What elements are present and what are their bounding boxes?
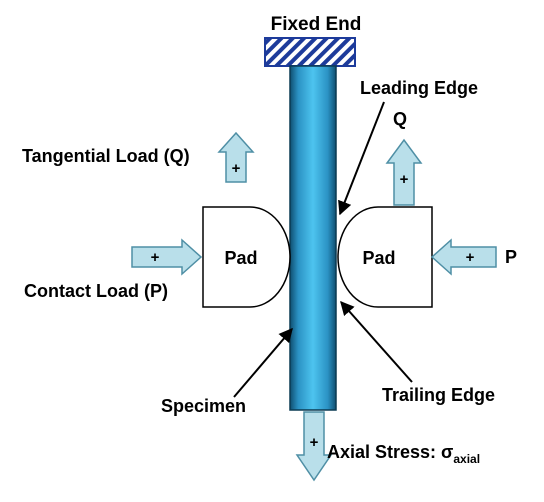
contact-load-plus: +: [151, 249, 160, 266]
pad-right: [337, 206, 433, 308]
tangential-load-label: Tangential Load (Q): [22, 146, 190, 166]
specimen-label: Specimen: [161, 396, 246, 416]
pad-left: [202, 206, 291, 308]
axial-stress-subscript: axial: [453, 452, 480, 466]
leading-edge-label: Leading Edge: [360, 78, 478, 98]
tangential-load-plus: +: [232, 160, 241, 177]
axial-stress-arrow-icon: +: [295, 411, 333, 482]
q-right-label: Q: [393, 109, 407, 129]
leading-edge-pointer-icon: [338, 101, 385, 216]
contact-load-label: Contact Load (P): [24, 281, 168, 301]
axial-stress-text: Axial Stress: σ: [327, 442, 453, 462]
pad-left-label: Pad: [224, 248, 257, 268]
trailing-edge-label: Trailing Edge: [382, 385, 495, 405]
specimen-pointer-icon: [233, 327, 293, 398]
axial-stress-plus: +: [310, 434, 319, 451]
specimen-rod: [289, 65, 337, 411]
fixed-end-hatch: [264, 37, 356, 67]
pad-right-label: Pad: [362, 248, 395, 268]
p-right-arrow-icon: +: [430, 238, 497, 276]
q-right-arrow-icon: +: [385, 138, 423, 206]
axial-stress-label: Axial Stress: σaxial: [327, 442, 480, 466]
tangential-load-arrow-icon: +: [217, 131, 255, 183]
q-right-plus: +: [400, 171, 409, 188]
contact-load-arrow-icon: +: [131, 238, 203, 276]
p-right-label: P: [505, 247, 517, 267]
trailing-edge-pointer-icon: [340, 300, 413, 383]
p-right-plus: +: [466, 249, 475, 266]
fixed-end-label: Fixed End: [271, 14, 362, 35]
